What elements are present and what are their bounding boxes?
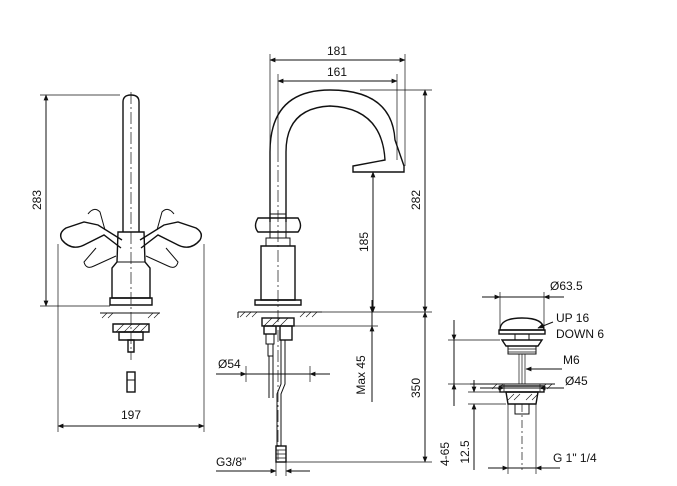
label-282: 282: [409, 190, 423, 210]
side-fixing: [261, 317, 295, 463]
dim-spout-reach-inner: 161: [277, 65, 398, 160]
waste-body: [470, 383, 555, 470]
label-max45: Max 45: [354, 355, 368, 395]
dim-max-deck: Max 45: [294, 300, 378, 402]
dim-waste-range: 4-65: [438, 320, 500, 466]
dim-supply-thread: G3/8": [216, 455, 310, 476]
dim-base-diameter: Ø54: [216, 357, 330, 382]
side-body: [254, 245, 302, 306]
waste-flange: [500, 339, 544, 384]
label-g38: G3/8": [216, 455, 246, 469]
side-deck: [237, 311, 322, 318]
dim-waste-cap-diameter: Ø63.5: [482, 279, 583, 330]
label-283: 283: [30, 190, 44, 210]
dim-supply-length: 350: [286, 311, 432, 463]
side-spout: [269, 89, 405, 460]
label-197: 197: [121, 408, 141, 422]
dim-spout-reach-outer: 181: [269, 44, 406, 166]
front-deck: [100, 312, 160, 319]
dim-total-height-side: 282: [322, 89, 432, 313]
label-181: 181: [327, 44, 347, 58]
label-12-5: 12.5: [458, 440, 472, 464]
dim-waste-flange-diameter: Ø45: [480, 374, 588, 392]
front-spout: [122, 92, 140, 360]
label-161: 161: [327, 65, 347, 79]
label-350: 350: [409, 378, 423, 398]
label-d63: Ø63.5: [550, 279, 583, 293]
front-body: [109, 231, 153, 306]
dim-waste-travel: UP 16 DOWN 6: [537, 311, 604, 341]
label-185: 185: [357, 232, 371, 252]
label-d54: Ø54: [218, 357, 241, 371]
dim-base-width: 197: [57, 244, 205, 432]
label-d45: Ø45: [565, 374, 588, 388]
label-up: UP 16: [556, 311, 589, 325]
front-view: 283 197: [30, 92, 205, 432]
waste-cap: [498, 317, 546, 341]
dim-waste-rod: M6: [525, 353, 580, 372]
label-m6: M6: [563, 353, 580, 367]
front-right-handle: [139, 208, 203, 268]
dim-total-height: 283: [30, 94, 120, 307]
label-g114: G 1" 1/4: [553, 451, 597, 465]
side-view: 181 161 282 185 Max 45: [216, 44, 432, 476]
label-down: DOWN 6: [556, 327, 604, 341]
front-fixing: [112, 323, 150, 393]
dim-waste-body-height: 12.5: [458, 380, 506, 470]
label-4-65: 4-65: [438, 442, 452, 466]
front-left-handle: [59, 208, 123, 268]
dim-waste-thread: G 1" 1/4: [488, 404, 597, 474]
waste-view: Ø63.5 UP 16 DOWN 6 M6 Ø45: [438, 279, 604, 474]
dim-spout-height: 185: [357, 171, 376, 313]
